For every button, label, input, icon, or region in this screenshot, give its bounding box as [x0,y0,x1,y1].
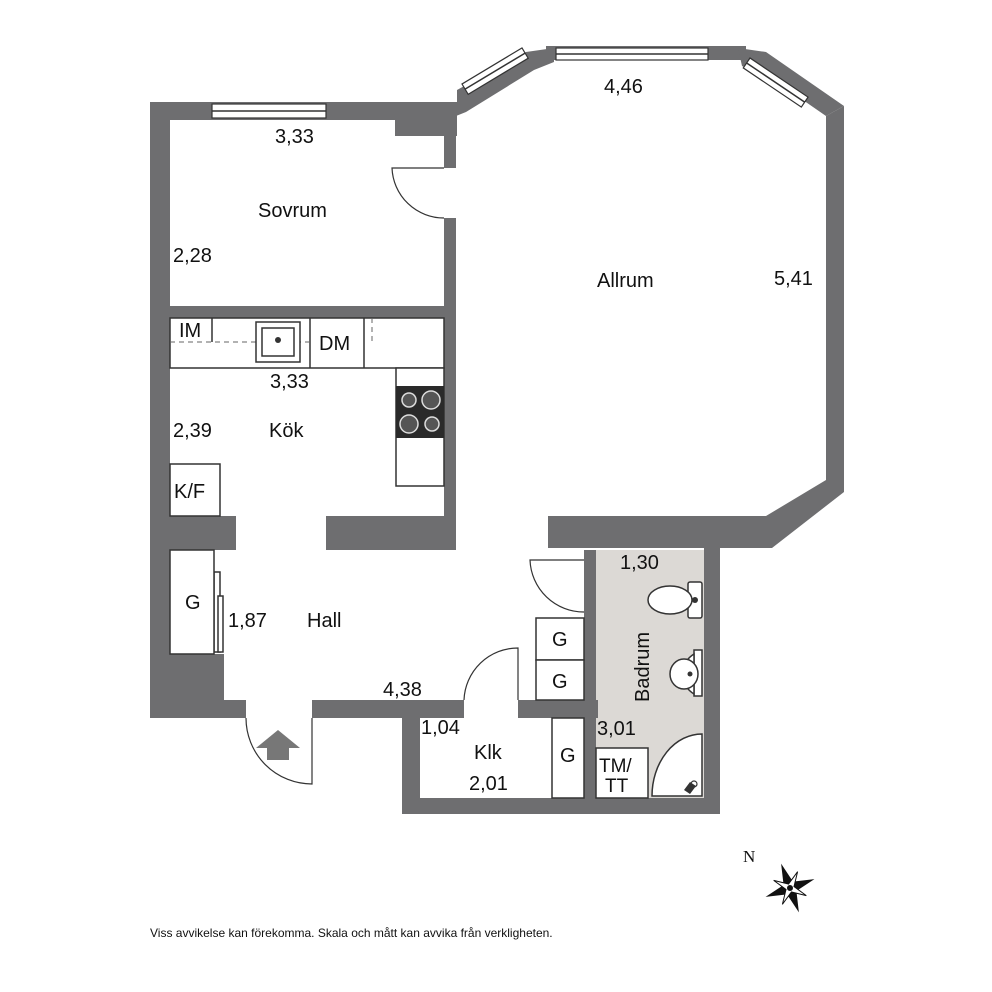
hall-wardrobe-label: G [185,592,201,614]
hall-name: Hall [307,610,341,632]
allrum-name: Allrum [597,270,654,292]
dm-label: DM [319,333,350,355]
wardrobes [169,549,649,799]
tmtt-label-line1: TM/ [599,756,632,777]
im-label: IM [179,320,201,342]
tmtt-label-line2: TT [605,776,629,797]
klk-name: Klk [474,742,503,764]
badrum-depth: 3,01 [597,718,636,740]
klk-wardrobe-label: G [560,745,576,767]
sovrum-depth: 2,28 [173,245,212,267]
badrum-width: 1,30 [620,552,659,574]
kok-width: 3,33 [270,371,309,393]
shower-icon [651,733,703,797]
kok-name: Kök [269,420,304,442]
walls [150,46,844,814]
kf-label: K/F [174,481,205,503]
allrum-width: 4,46 [604,76,643,98]
compass-north-label: N [743,847,755,866]
badrum-name: Badrum [632,632,654,702]
hall-depth: 1,87 [228,610,267,632]
toilet-icon [647,581,703,619]
sovrum-name: Sovrum [258,200,327,222]
sovrum-width: 3,33 [275,126,314,148]
sink-icon [669,649,703,697]
klk-width: 1,04 [421,717,460,739]
kitchen-fixtures [169,317,445,517]
entrance-arrow-icon [256,730,300,760]
compass-icon [765,863,815,913]
disclaimer-text: Viss avvikelse kan förekomma. Skala och … [150,926,553,940]
wardrobe-label-2: G [552,671,568,693]
hall-width: 4,38 [383,679,422,701]
allrum-depth: 5,41 [774,268,813,290]
windows [211,47,809,119]
kok-depth: 2,39 [173,420,212,442]
klk-depth: 2,01 [469,773,508,795]
bathroom-fixtures [647,581,703,797]
wardrobe-label-1: G [552,629,568,651]
